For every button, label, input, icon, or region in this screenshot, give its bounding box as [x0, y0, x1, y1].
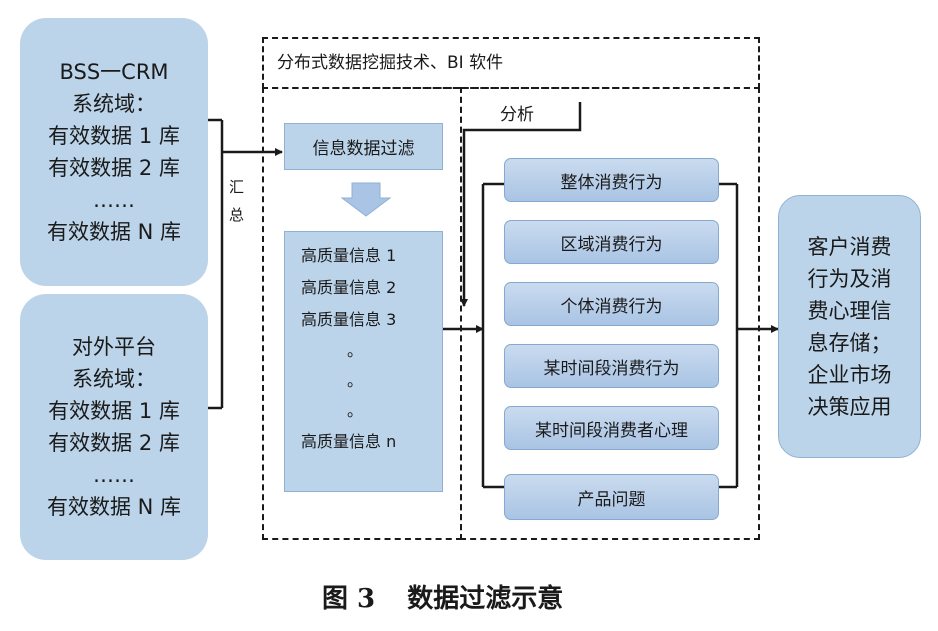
behavior-time-period: 某时间段消费行为 — [504, 344, 719, 388]
figure-title: 数据过滤示意 — [407, 584, 564, 614]
source-external-line: 对外平台 — [72, 335, 156, 359]
source-external-line: 有效数据 2 库 — [48, 431, 180, 455]
behavior-product-issues: 产品问题 — [504, 474, 719, 520]
storage-line: 企业市场 — [807, 362, 892, 387]
high-quality-box: 高质量信息 1 高质量信息 2 高质量信息 3 。 。 。 高质量信息 n — [284, 231, 443, 492]
ellipsis-dot: 。 — [347, 371, 364, 390]
aggregate-label-bottom: 总 — [229, 206, 245, 224]
source-external-line: 系统域： — [72, 367, 156, 391]
filter-box-label: 信息数据过滤 — [312, 139, 415, 159]
source-external-line: …… — [93, 463, 135, 487]
source-crm-line: 有效数据 2 库 — [48, 156, 180, 180]
behavior-individual: 个体消费行为 — [504, 282, 719, 326]
behavior-consumer-psychology: 某时间段消费者心理 — [504, 406, 719, 450]
source-crm-line: …… — [93, 188, 135, 212]
source-crm-line: BSS一CRM — [59, 60, 169, 84]
behavior-overall: 整体消费行为 — [504, 158, 719, 202]
source-external-line: 有效数据 1 库 — [48, 399, 180, 423]
figure-number: 图 3 — [322, 584, 376, 614]
aggregate-label-top: 汇 — [229, 178, 245, 196]
analysis-region — [460, 87, 760, 540]
down-arrow — [340, 182, 392, 217]
source-external-line: 有效数据 N 库 — [46, 495, 182, 519]
tech-header-label: 分布式数据挖掘技术、BI 软件 — [277, 53, 504, 73]
storage-line: 客户消费 — [807, 234, 892, 259]
storage-line: 费心理信 — [807, 298, 892, 323]
figure-caption: 图 3 数据过滤示意 — [322, 578, 563, 615]
ellipsis-dot: 。 — [347, 401, 364, 420]
analysis-label: 分析 — [500, 105, 534, 125]
source-crm-box: BSS一CRM 系统域： 有效数据 1 库 有效数据 2 库 …… 有效数据 N… — [20, 18, 208, 286]
source-crm-line: 有效数据 1 库 — [48, 124, 180, 148]
high-quality-item: 高质量信息 2 — [301, 278, 397, 297]
filter-box: 信息数据过滤 — [284, 123, 443, 170]
storage-box: 客户消费 行为及消 费心理信 息存储； 企业市场 决策应用 — [778, 195, 921, 458]
storage-line: 决策应用 — [807, 394, 892, 419]
behavior-regional: 区域消费行为 — [504, 220, 719, 264]
storage-line: 息存储； — [807, 330, 892, 355]
source-crm-line: 系统域： — [72, 92, 156, 116]
high-quality-item: 高质量信息 1 — [301, 246, 397, 265]
source-crm-line: 有效数据 N 库 — [46, 220, 182, 244]
source-external-box: 对外平台 系统域： 有效数据 1 库 有效数据 2 库 …… 有效数据 N 库 — [20, 294, 208, 560]
analysis-line — [460, 102, 582, 307]
ellipsis-dot: 。 — [347, 341, 364, 360]
storage-line: 行为及消 — [807, 266, 892, 291]
high-quality-item-last: 高质量信息 n — [301, 432, 397, 451]
high-quality-item: 高质量信息 3 — [301, 310, 397, 329]
